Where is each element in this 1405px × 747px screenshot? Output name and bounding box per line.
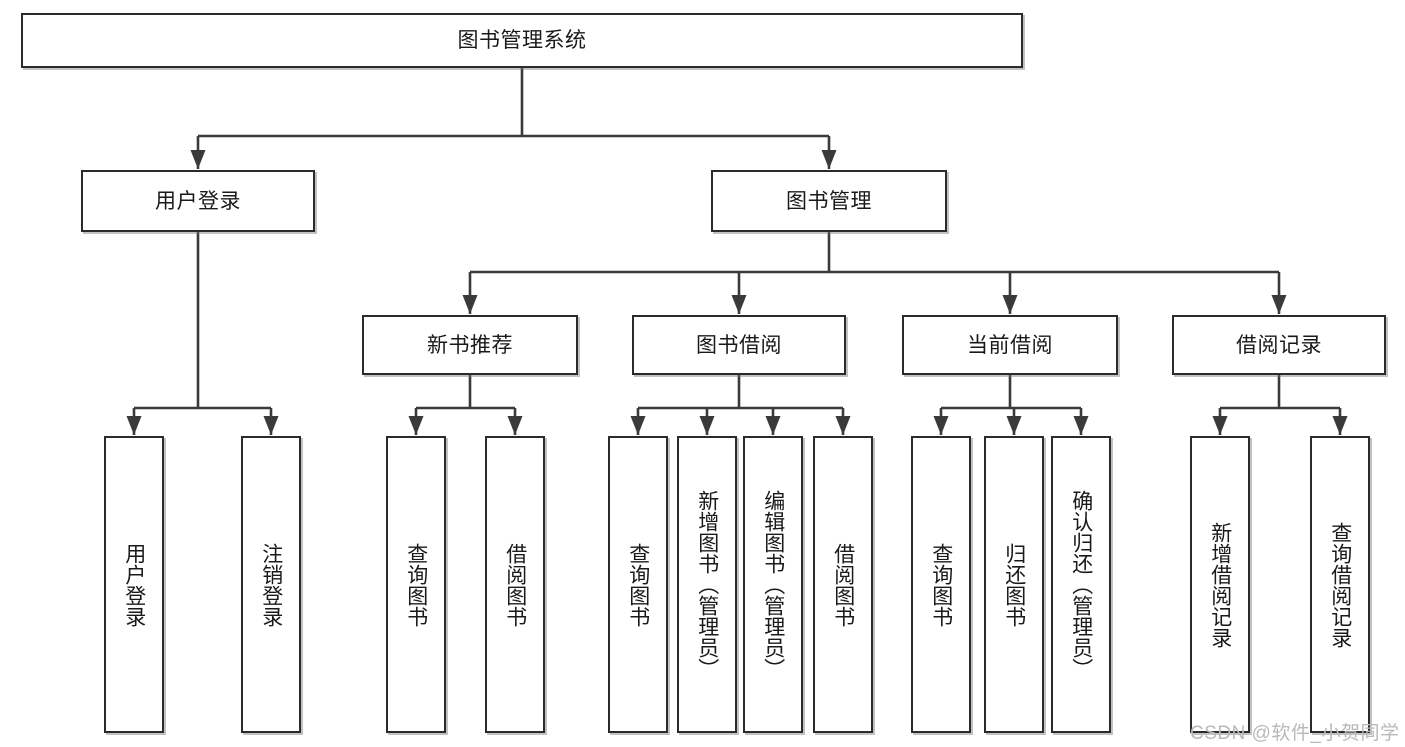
node-user-login[interactable]: 用户登录 [81,170,315,232]
node-current-borrow[interactable]: 当前借阅 [902,315,1118,375]
connector-arrowhead [630,416,646,435]
node-label-book-manage: 图书管理 [786,189,872,213]
csdn-watermark: CSDN @软件_小贺同学 [1190,723,1400,744]
node-leaf-return-book[interactable]: 归还图书 [984,436,1044,733]
node-label-current-borrow: 当前借阅 [967,333,1053,357]
connector-arrowhead [126,416,142,435]
connector-arrowhead [731,295,747,314]
node-book-borrow[interactable]: 图书借阅 [632,315,846,375]
node-leaf-borrow-book-1[interactable]: 借阅图书 [485,436,545,733]
node-leaf-confirm-return-admin[interactable]: 确认归还（管理员） [1051,436,1111,733]
connector-arrowhead [263,416,279,435]
node-label-user-login: 用户登录 [155,189,241,213]
connector-arrowhead [408,416,424,435]
connector-arrowhead [821,150,837,169]
node-label-borrow-record: 借阅记录 [1236,333,1322,357]
node-leaf-user-login[interactable]: 用户登录 [104,436,164,733]
node-label-leaf-user-logout: 注销登录 [259,542,283,627]
connector-arrowhead [835,416,851,435]
node-label-leaf-query-book-3: 查询图书 [929,542,953,627]
node-label-leaf-add-book-admin: 新增图书（管理员） [695,490,719,679]
connector-arrowhead [1332,416,1348,435]
node-label-new-book-rec: 新书推荐 [427,333,513,357]
node-root[interactable]: 图书管理系统 [21,13,1023,68]
node-label-leaf-user-login: 用户登录 [122,542,146,627]
node-label-leaf-query-record: 查询借阅记录 [1328,521,1352,648]
connector-arrowhead [765,416,781,435]
node-leaf-add-book-admin[interactable]: 新增图书（管理员） [677,436,737,733]
node-leaf-query-book-3[interactable]: 查询图书 [911,436,971,733]
connector-arrowhead [507,416,523,435]
connector-arrowhead [190,150,206,169]
node-label-leaf-return-book: 归还图书 [1002,542,1026,627]
node-label-leaf-confirm-return-admin: 确认归还（管理员） [1069,490,1093,679]
node-label-leaf-query-book-1: 查询图书 [404,542,428,627]
node-leaf-borrow-book-2[interactable]: 借阅图书 [813,436,873,733]
node-leaf-add-record[interactable]: 新增借阅记录 [1190,436,1250,733]
connector-arrowhead [933,416,949,435]
node-book-manage[interactable]: 图书管理 [711,170,947,232]
node-label-leaf-add-record: 新增借阅记录 [1208,521,1232,648]
node-label-book-borrow: 图书借阅 [696,333,782,357]
node-label-root: 图书管理系统 [457,29,587,52]
node-leaf-query-record[interactable]: 查询借阅记录 [1310,436,1370,733]
node-new-book-rec[interactable]: 新书推荐 [362,315,578,375]
node-leaf-query-book-1[interactable]: 查询图书 [386,436,446,733]
node-leaf-query-book-2[interactable]: 查询图书 [608,436,668,733]
node-label-leaf-borrow-book-1: 借阅图书 [503,542,527,627]
connector-arrowhead [1271,295,1287,314]
node-leaf-edit-book-admin[interactable]: 编辑图书（管理员） [743,436,803,733]
node-label-leaf-edit-book-admin: 编辑图书（管理员） [761,490,785,679]
connector-arrowhead [699,416,715,435]
connector-arrowhead [462,295,478,314]
connector-arrowhead [1006,416,1022,435]
connector-arrowhead [1002,295,1018,314]
node-leaf-user-logout[interactable]: 注销登录 [241,436,301,733]
connector-arrowhead [1212,416,1228,435]
node-label-leaf-borrow-book-2: 借阅图书 [831,542,855,627]
node-borrow-record[interactable]: 借阅记录 [1172,315,1386,375]
node-label-leaf-query-book-2: 查询图书 [626,542,650,627]
connector-arrowhead [1073,416,1089,435]
